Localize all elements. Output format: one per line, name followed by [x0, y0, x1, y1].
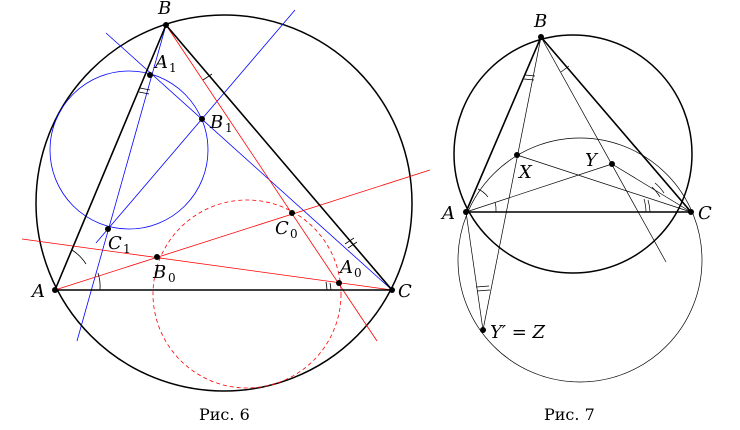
line-a-through-z	[465, 211, 484, 331]
label-c1: C	[108, 233, 122, 254]
circumcircle	[35, 14, 413, 392]
tick-mark-bc2	[344, 237, 355, 245]
tick-mark-ab2	[138, 91, 150, 95]
label-b0-sub: 0	[168, 271, 176, 285]
tick-mark-ab	[139, 87, 151, 91]
point-c0	[289, 210, 295, 216]
tick-z2-7	[476, 289, 491, 292]
label-y-7: Y	[585, 150, 599, 171]
blue-circle	[49, 70, 209, 230]
line-y-through-c	[611, 163, 692, 213]
point-b	[163, 22, 169, 28]
label-c0: C	[275, 218, 289, 239]
point-a	[52, 287, 58, 293]
blue-line-c1-b1	[95, 9, 296, 244]
angle-mark-c4-7	[643, 198, 647, 213]
label-c0-sub: 0	[290, 227, 298, 241]
red-line-b-through-c0	[165, 24, 378, 342]
label-c-7: C	[698, 203, 712, 224]
point-y-7	[609, 161, 615, 167]
label-b1: B	[209, 112, 223, 133]
point-b0	[154, 254, 160, 260]
angle-mark-c2-7	[651, 186, 661, 198]
figure-7: A B C X Y Y′ = Z Рис. 7	[440, 11, 712, 424]
circumcircle-bold	[453, 34, 693, 274]
dashed-red-circle	[152, 199, 342, 389]
label-c: C	[398, 281, 412, 302]
angle-mark-c	[329, 282, 332, 291]
angle-mark-a-7	[477, 188, 489, 198]
label-a0-sub: 0	[354, 266, 362, 280]
point-c-7	[688, 209, 694, 215]
label-a: A	[30, 281, 45, 302]
point-a-7	[463, 209, 469, 215]
label-a1-sub: 1	[169, 61, 177, 75]
tick-z-7	[475, 285, 490, 288]
angle-mark-c3-7	[647, 199, 651, 213]
tick-b-left2-7	[523, 78, 535, 81]
label-y-prime-z-7: Y′ = Z	[490, 322, 545, 343]
label-x-7: X	[517, 162, 533, 183]
angle-mark-a	[71, 249, 87, 265]
angle-mark-c-7	[654, 182, 665, 194]
tick-b-right-7	[560, 65, 570, 73]
label-b: B	[157, 0, 171, 19]
point-a0	[336, 280, 342, 286]
label-c1-sub: 1	[123, 242, 131, 256]
label-b-7: B	[533, 11, 547, 32]
triangle-abc	[53, 23, 394, 291]
label-a1: A	[153, 52, 168, 73]
tick-b-left-7	[524, 74, 536, 77]
point-z-7	[480, 327, 486, 333]
caption-figure-6: Рис. 6	[199, 405, 250, 424]
angle-mark-c2	[325, 281, 328, 291]
point-x-7	[514, 152, 520, 158]
point-a1	[147, 72, 153, 78]
line-a-through-y	[465, 163, 613, 213]
blue-line-through-b1	[105, 32, 393, 291]
label-b0: B	[152, 262, 166, 283]
triangle-abc-7	[464, 35, 693, 213]
caption-figure-7: Рис. 7	[544, 405, 595, 424]
line-b-through-y	[540, 36, 667, 263]
figure-6: A B C A 1 B 1 C 1 C 0 B 0 A 0 Рис. 6	[21, 0, 431, 424]
red-line-through-b0-a0	[21, 238, 393, 291]
point-b-7	[538, 34, 544, 40]
tick-mark-bc	[202, 73, 213, 81]
angle-mark-a2-7	[494, 201, 497, 213]
point-c	[389, 287, 395, 293]
point-c1	[105, 226, 111, 232]
line-x-through-c	[516, 154, 692, 213]
label-a-7: A	[440, 203, 455, 224]
red-line-a-through-c0	[54, 169, 431, 291]
circle-thin	[457, 137, 703, 383]
label-b1-sub: 1	[225, 121, 233, 135]
angle-mark-a2	[97, 272, 101, 291]
label-a0: A	[338, 257, 353, 278]
point-b1	[199, 116, 205, 122]
tick-mark-bc3	[347, 241, 358, 249]
line-b-through-z	[482, 36, 542, 331]
